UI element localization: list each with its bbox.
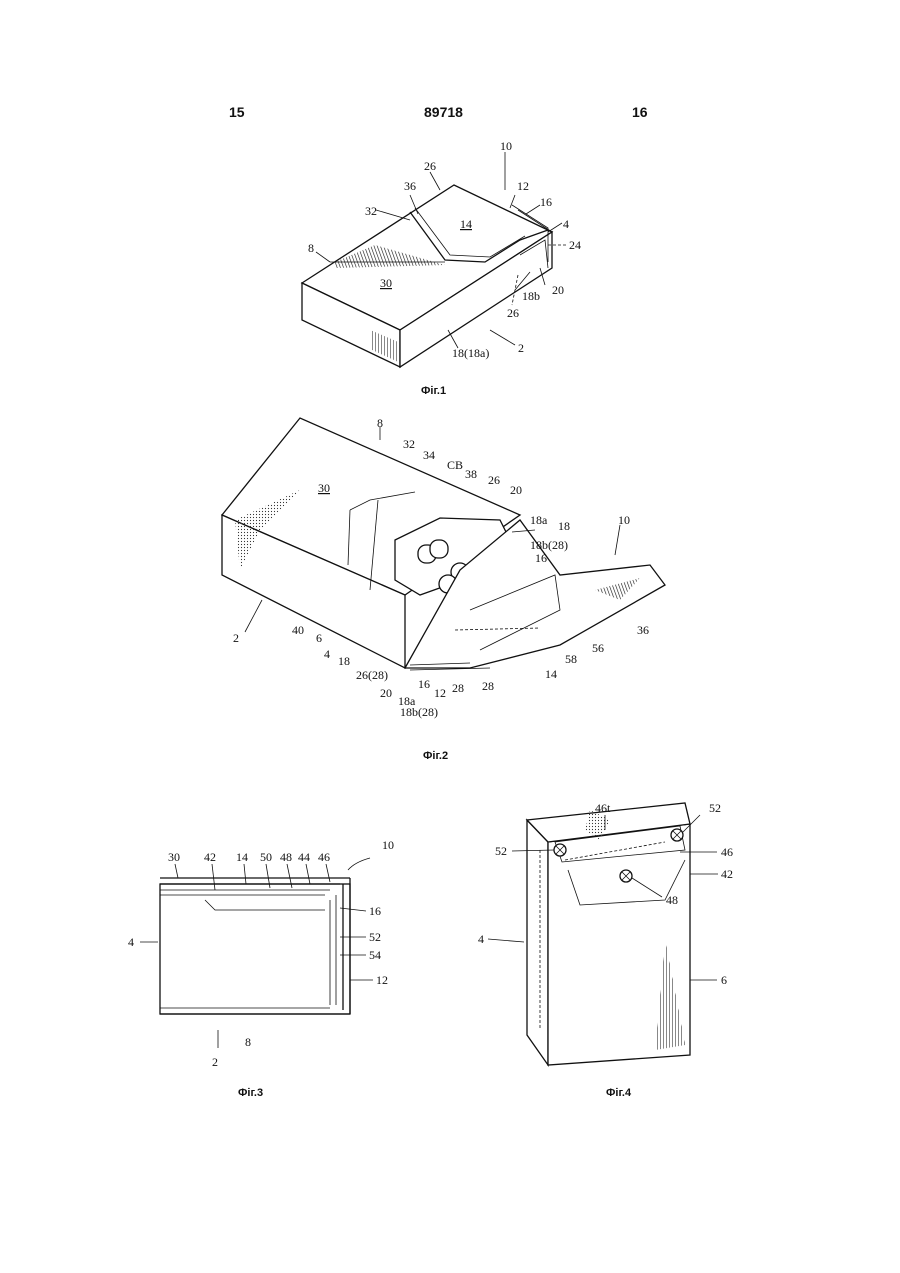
svg-text:8: 8 xyxy=(308,241,314,255)
svg-text:32: 32 xyxy=(365,204,377,218)
svg-text:32: 32 xyxy=(403,437,415,451)
svg-text:52: 52 xyxy=(369,930,381,944)
figure-4: 46t 52 52 46 42 48 4 6 xyxy=(478,801,733,1065)
box4-side xyxy=(527,820,548,1065)
section-body xyxy=(160,884,350,1014)
svg-text:16: 16 xyxy=(535,551,547,565)
svg-text:18b(28): 18b(28) xyxy=(530,538,568,552)
svg-text:26(28): 26(28) xyxy=(356,668,388,682)
svg-text:52: 52 xyxy=(495,844,507,858)
fig2-caption: Фіг.2 xyxy=(423,750,448,762)
svg-text:8: 8 xyxy=(377,416,383,430)
figure-3: 10 30 42 14 50 48 44 46 16 4 52 54 12 8 … xyxy=(128,838,394,1069)
svg-text:48: 48 xyxy=(280,850,292,864)
svg-text:4: 4 xyxy=(128,935,134,949)
svg-text:30: 30 xyxy=(318,481,330,495)
svg-text:38: 38 xyxy=(465,467,477,481)
svg-text:28: 28 xyxy=(452,681,464,695)
svg-text:26: 26 xyxy=(488,473,500,487)
svg-text:44: 44 xyxy=(298,850,310,864)
svg-text:12: 12 xyxy=(434,686,446,700)
svg-text:18(18a): 18(18a) xyxy=(452,346,489,360)
svg-text:2: 2 xyxy=(233,631,239,645)
figure-1: 10 26 12 36 16 32 14 4 24 8 30 20 18b 26… xyxy=(302,139,581,367)
svg-text:40: 40 xyxy=(292,623,304,637)
svg-text:46: 46 xyxy=(721,845,733,859)
svg-text:46t: 46t xyxy=(595,801,611,815)
svg-text:18: 18 xyxy=(558,519,570,533)
svg-text:18b: 18b xyxy=(522,289,540,303)
svg-text:2: 2 xyxy=(212,1055,218,1069)
svg-text:56: 56 xyxy=(592,641,604,655)
svg-text:58: 58 xyxy=(565,652,577,666)
svg-text:20: 20 xyxy=(552,283,564,297)
svg-text:50: 50 xyxy=(260,850,272,864)
svg-text:46: 46 xyxy=(318,850,330,864)
svg-text:16: 16 xyxy=(369,904,381,918)
svg-text:12: 12 xyxy=(517,179,529,193)
svg-text:18a: 18a xyxy=(530,513,548,527)
svg-text:24: 24 xyxy=(569,238,581,252)
svg-text:54: 54 xyxy=(369,948,381,962)
svg-text:14: 14 xyxy=(460,217,472,231)
svg-text:20: 20 xyxy=(380,686,392,700)
svg-text:42: 42 xyxy=(204,850,216,864)
fig3-caption: Фіг.3 xyxy=(238,1087,263,1099)
svg-text:36: 36 xyxy=(637,623,649,637)
svg-text:12: 12 xyxy=(376,973,388,987)
svg-text:2: 2 xyxy=(518,341,524,355)
svg-text:34: 34 xyxy=(423,448,435,462)
svg-text:4: 4 xyxy=(563,217,569,231)
svg-text:28: 28 xyxy=(482,679,494,693)
svg-text:18: 18 xyxy=(338,654,350,668)
svg-text:10: 10 xyxy=(382,838,394,852)
svg-text:26: 26 xyxy=(507,306,519,320)
svg-text:6: 6 xyxy=(721,973,727,987)
svg-text:4: 4 xyxy=(324,647,330,661)
svg-text:20: 20 xyxy=(510,483,522,497)
svg-text:14: 14 xyxy=(545,667,557,681)
svg-text:52: 52 xyxy=(709,801,721,815)
svg-text:14: 14 xyxy=(236,850,248,864)
svg-text:16: 16 xyxy=(540,195,552,209)
svg-text:6: 6 xyxy=(316,631,322,645)
svg-text:36: 36 xyxy=(404,179,416,193)
svg-text:16: 16 xyxy=(418,677,430,691)
fig1-caption: Фіг.1 xyxy=(421,385,446,397)
svg-text:CB: CB xyxy=(447,458,463,472)
svg-text:4: 4 xyxy=(478,932,484,946)
svg-text:8: 8 xyxy=(245,1035,251,1049)
svg-text:10: 10 xyxy=(618,513,630,527)
svg-text:18b(28): 18b(28) xyxy=(400,705,438,719)
svg-text:42: 42 xyxy=(721,867,733,881)
svg-text:30: 30 xyxy=(380,276,392,290)
fig4-caption: Фіг.4 xyxy=(606,1087,632,1099)
svg-text:26: 26 xyxy=(424,159,436,173)
figure-2: 8 32 34 30 CB 38 26 20 18a 18 10 18b(28)… xyxy=(222,416,665,719)
svg-text:48: 48 xyxy=(666,893,678,907)
svg-text:30: 30 xyxy=(168,850,180,864)
fig1-label: 10 xyxy=(500,139,512,153)
